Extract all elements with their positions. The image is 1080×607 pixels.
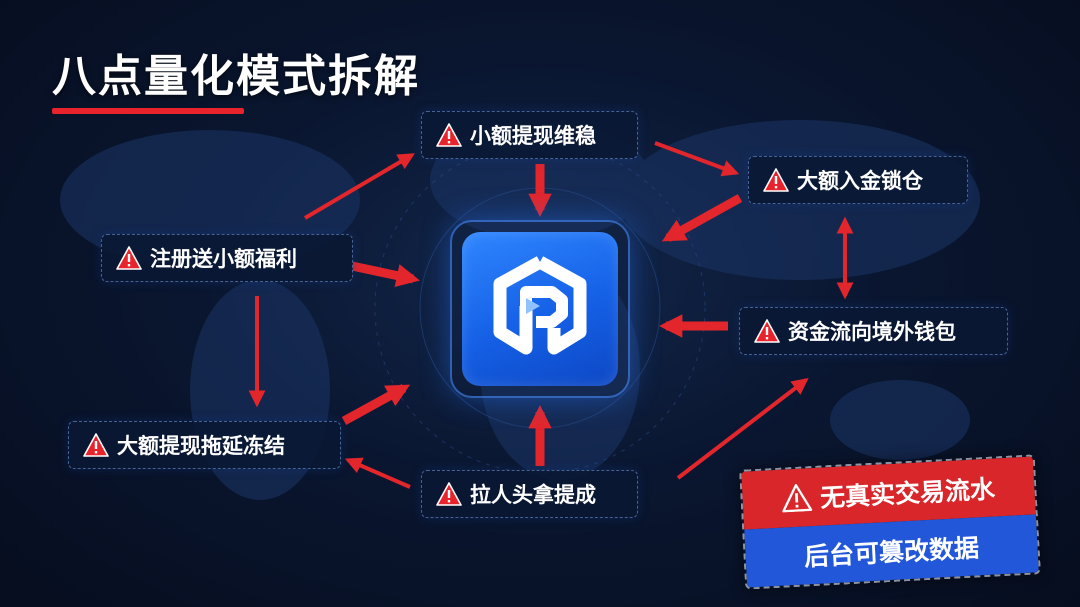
title-underline xyxy=(52,108,244,114)
node-recruit-commission: 拉人头拿提成 xyxy=(421,470,638,518)
page-title: 八点量化模式拆解 xyxy=(52,51,420,102)
warning-triangle-icon xyxy=(754,319,780,343)
node-funds-overseas: 资金流向境外钱包 xyxy=(739,307,1008,355)
node-register-bonus: 注册送小额福利 xyxy=(101,234,353,282)
warning-triangle-icon xyxy=(436,482,462,506)
node-label: 大额提现拖延冻结 xyxy=(117,434,285,458)
warning-triangle-icon xyxy=(763,168,789,192)
arrow-recruit-to-funds xyxy=(676,377,809,480)
node-large-withdraw-freeze: 大额提现拖延冻结 xyxy=(68,421,341,469)
node-label: 资金流向境外钱包 xyxy=(788,320,956,344)
center-logo-frame xyxy=(450,220,630,398)
node-large-deposit: 大额入金锁仓 xyxy=(748,156,968,204)
arrow-freeze-to-center xyxy=(341,384,411,425)
warning-triangle-icon xyxy=(782,484,813,513)
node-label: 大额入金锁仓 xyxy=(797,169,923,193)
warning-triangle-icon xyxy=(83,433,109,457)
node-small-withdraw: 小额提现维稳 xyxy=(421,111,638,159)
warning-line-2: 后台可篡改数据 xyxy=(803,533,980,572)
warning-line-1: 无真实交易流水 xyxy=(819,474,996,513)
warning-triangle-icon xyxy=(436,123,462,147)
warning-callout: 无真实交易流水 后台可篡改数据 xyxy=(739,454,1041,590)
hexagon-p-logo-icon xyxy=(493,256,587,355)
arrow-register-to-small xyxy=(303,153,415,220)
arrow-register-to-center xyxy=(351,261,420,288)
center-logo xyxy=(462,232,618,386)
node-label: 注册送小额福利 xyxy=(150,247,297,271)
warning-callout-top: 无真实交易流水 xyxy=(741,456,1036,530)
node-label: 拉人头拿提成 xyxy=(470,483,596,507)
arrow-small-to-large-deposit xyxy=(654,141,740,177)
arrow-recruit-to-freeze xyxy=(344,457,411,489)
arrow-deposit-to-center xyxy=(661,194,743,242)
node-label: 小额提现维稳 xyxy=(470,124,596,148)
warning-triangle-icon xyxy=(116,246,142,270)
